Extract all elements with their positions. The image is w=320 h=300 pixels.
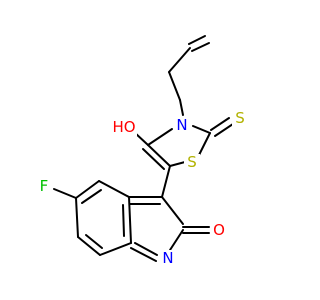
bond-n-c7a-b [130,247,157,262]
atom-label-s-thioxo: S [235,109,245,127]
bond-vinyl-terminal-double-a [188,35,206,45]
atom-s-thioxo: S [232,109,248,127]
bond-vinyl-terminal-double-b [191,42,210,52]
atom-label-s-ring: S [187,153,197,171]
molecule-structure-diagram: S S N HO O N F [37,35,248,267]
atom-labels: S S N HO O N F [37,109,248,267]
bond-c3a-c4 [98,180,130,198]
bond-c6-c7 [77,236,101,256]
bond-c7-c7a [99,242,132,256]
bond-c2-s-ring [198,132,211,156]
bond-c5-c3 [161,165,171,198]
bond-c4-c5 [75,180,100,199]
bonds [53,35,234,262]
atom-label-fluorine: F [40,177,49,195]
atom-label-o-keto: O [213,221,225,239]
bond-s-ring-c5 [169,161,186,167]
bond-vinyl-ch [168,47,191,73]
bond-c4-n [147,128,173,146]
atom-o-keto: O [211,221,228,239]
bond-allyl-ch2 [168,71,181,101]
atom-label-n-ring: N [176,116,187,134]
atom-oh: HO [112,118,137,136]
atom-n-indole: N [160,249,176,267]
bond-c6-c7-inner [85,234,103,249]
atom-label-oh: HO [112,118,135,136]
bond-ch2-n [179,99,184,116]
atom-s-ring: S [184,153,200,171]
bond-c7a-c3a-inner [122,204,125,237]
bond-c5-c4-b [142,148,165,170]
bond-c3a-c7a [128,196,132,244]
bond-c2-s-thioxo-b [214,123,234,137]
bond-c2-n-indole [169,229,184,251]
bond-n-c7a-a [134,242,158,256]
atom-fluorine: F [37,177,52,195]
bond-c5-c6 [75,197,79,238]
atom-n-ring: N [174,116,190,134]
bond-c4-c5-inner [81,189,102,204]
bond-c3-c2-keto [161,196,184,225]
bond-n-c2 [192,125,211,134]
bond-c2-s-thioxo-a [210,117,230,131]
bond-c5-f [53,188,77,199]
bond-c5-c4-a [147,144,171,167]
atom-label-n-indole: N [162,249,173,267]
